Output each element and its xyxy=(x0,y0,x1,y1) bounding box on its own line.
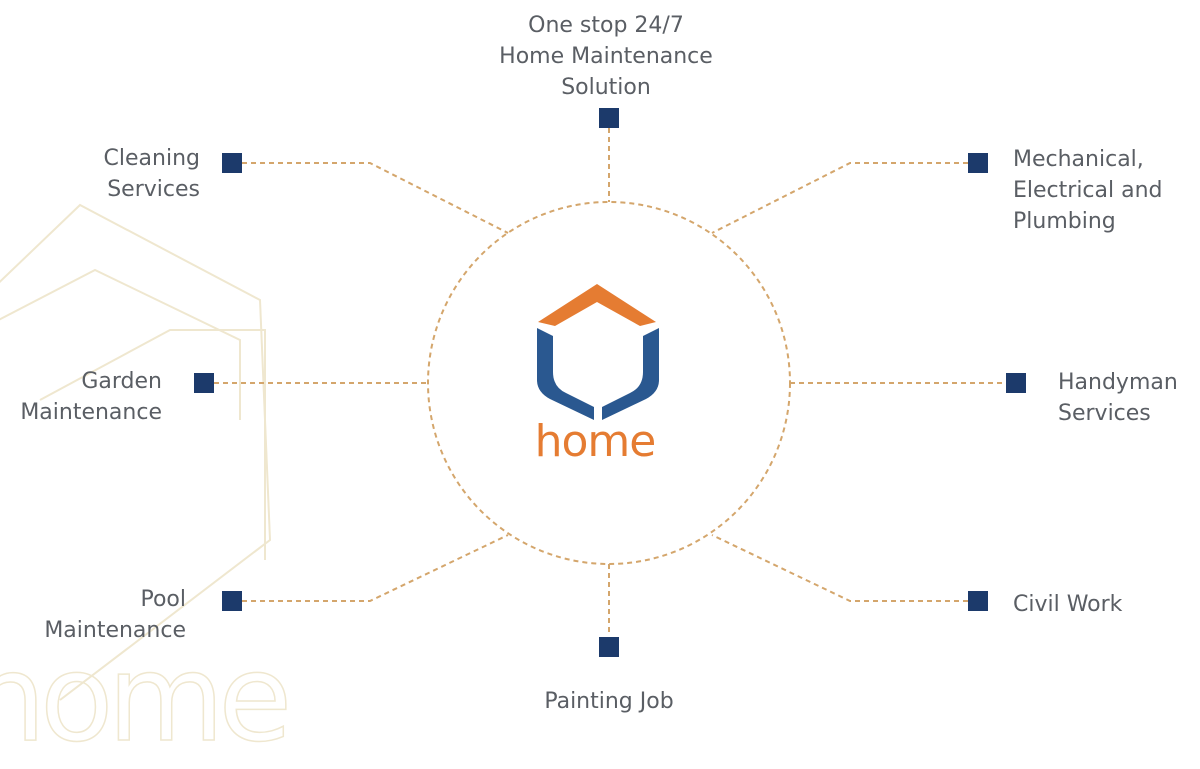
connector-top-left xyxy=(242,162,509,234)
label-one-stop-solution: One stop 24/7 Home Maintenance Solution xyxy=(499,13,713,100)
node-top xyxy=(599,108,619,128)
node-bottom xyxy=(599,637,619,657)
connector-top-right xyxy=(711,162,968,234)
label-civil-work: Civil Work xyxy=(1013,592,1123,617)
label-garden-maintenance: Garden Maintenance xyxy=(20,369,162,425)
center-circle xyxy=(427,201,791,565)
label-handyman-services: Handyman Services xyxy=(1058,370,1178,426)
node-top-right xyxy=(968,153,988,173)
watermark-hexagon xyxy=(0,203,272,701)
label-cleaning-services: Cleaning Services xyxy=(103,146,200,202)
label-painting-job: Painting Job xyxy=(544,689,674,714)
connector-bottom-left xyxy=(242,534,509,602)
node-bottom-left xyxy=(222,591,242,611)
label-pool-maintenance: Pool Maintenance xyxy=(44,587,186,643)
home-logo-icon xyxy=(537,284,659,420)
node-mid-left xyxy=(194,373,214,393)
label-mep: Mechanical, Electrical and Plumbing xyxy=(1013,147,1163,234)
brand-name: home xyxy=(534,416,657,467)
node-mid-right xyxy=(1006,373,1026,393)
connector-bottom-right xyxy=(711,534,968,602)
service-diagram xyxy=(0,108,1026,701)
connectors xyxy=(214,128,1005,636)
nodes xyxy=(194,108,1026,657)
watermark-text: home xyxy=(0,630,293,769)
node-bottom-right xyxy=(968,591,988,611)
node-top-left xyxy=(222,153,242,173)
